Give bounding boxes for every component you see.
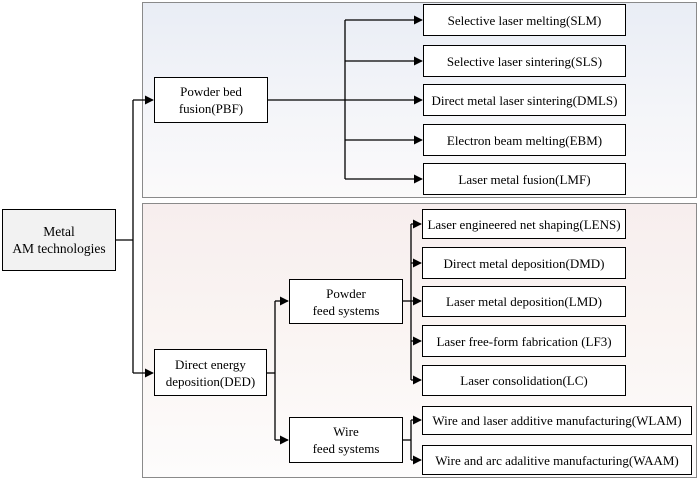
- node-wire-feed: Wire feed systems: [289, 417, 403, 463]
- node-sls: Selective laser sintering(SLS): [423, 45, 626, 77]
- node-powder-feed: Powder feed systems: [289, 279, 403, 324]
- node-lf3: Laser free-form fabrication (LF3): [422, 325, 626, 357]
- node-waam: Wire and arc adalitive manufacturing(WAA…: [422, 445, 692, 475]
- node-dmls: Direct metal laser sintering(DMLS): [423, 84, 626, 116]
- node-lens: Laser engineered net shaping(LENS): [422, 209, 626, 239]
- node-slm: Selective laser melting(SLM): [423, 4, 626, 36]
- node-lmf: Laser metal fusion(LMF): [423, 163, 626, 195]
- node-ebm: Electron beam melting(EBM): [423, 124, 626, 156]
- node-metal-am-technologies: Metal AM technologies: [2, 209, 116, 271]
- node-lc: Laser consolidation(LC): [422, 365, 626, 396]
- node-wlam: Wire and laser additive manufacturing(WL…: [422, 406, 692, 435]
- node-lmd: Laser metal deposition(LMD): [422, 286, 626, 317]
- node-pbf: Powder bed fusion(PBF): [154, 77, 268, 123]
- node-dmd: Direct metal deposition(DMD): [422, 247, 626, 279]
- node-ded: Direct energy deposition(DED): [154, 349, 267, 396]
